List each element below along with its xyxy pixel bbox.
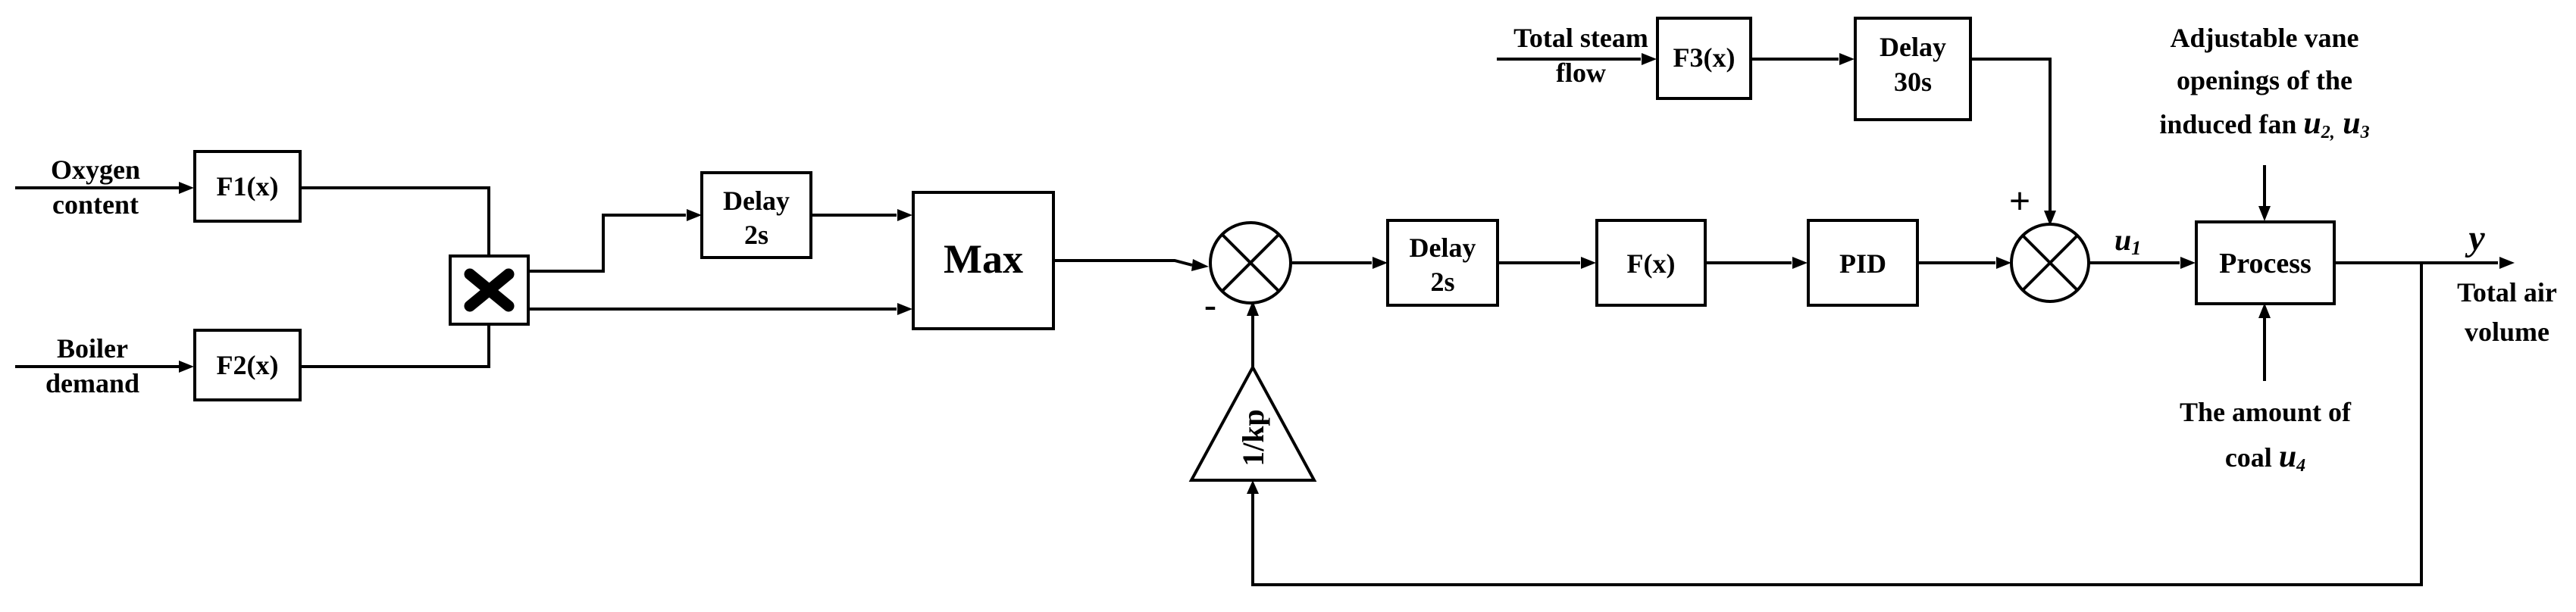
feedback-line <box>1251 263 2423 586</box>
steam-line2: flow <box>1556 58 1606 88</box>
arrowhead <box>897 209 912 221</box>
coal-line1: The amount of <box>2180 397 2352 427</box>
delay2-line2: 2s <box>1430 267 1454 297</box>
arrowhead <box>687 209 702 221</box>
u1-label: u1 <box>2114 223 2141 259</box>
arrowhead <box>179 361 194 373</box>
output-label: Total air volume <box>2457 277 2557 347</box>
vane-label: Adjustable vane openings of the induced … <box>2159 23 2369 142</box>
arrowhead <box>2180 257 2196 269</box>
summing-junction-1 <box>1209 221 1292 304</box>
arrowhead <box>1792 257 1808 269</box>
multiply-icon <box>464 268 515 312</box>
arrowhead <box>2258 303 2271 318</box>
f3-label: F3(x) <box>1673 42 1736 73</box>
gain-block: 1/kp <box>1188 364 1317 482</box>
vane-line3: induced fan u2, u3 <box>2159 106 2369 142</box>
connections <box>15 53 2515 586</box>
pid-block: PID <box>1807 219 1919 307</box>
arrowhead <box>1581 257 1596 269</box>
f1-block: F1(x) <box>193 150 302 223</box>
output-line1: Total air <box>2457 277 2557 308</box>
process-label: Process <box>2219 248 2312 279</box>
minus-sign: - <box>1204 285 1216 325</box>
oxygen-line1: Oxygen <box>51 155 140 185</box>
arrowhead <box>2044 211 2056 226</box>
arrowhead <box>2258 206 2271 221</box>
arrowhead <box>1247 301 1259 316</box>
coal-label: The amount of coal u4 <box>2180 397 2352 476</box>
vane-line2: openings of the <box>2177 65 2352 95</box>
arrow-delay30-to-sum2 <box>1970 58 2052 211</box>
multiplier-block <box>449 254 530 326</box>
delay3-line2: 30s <box>1894 67 1932 97</box>
delay-block-1: Delay 2s <box>700 171 812 259</box>
arrowhead <box>897 303 912 315</box>
fx-block: F(x) <box>1595 219 1707 307</box>
max-label: Max <box>944 236 1023 282</box>
input-labels: Oxygen content Boiler demand Total steam… <box>45 23 1648 398</box>
arrowhead <box>1191 259 1209 271</box>
arrow-max-to-sum1 <box>1053 259 1193 267</box>
delay-block-2: Delay 2s <box>1386 219 1499 307</box>
process-block: Process <box>2195 220 2336 305</box>
arrowhead <box>179 182 194 194</box>
y-label: y <box>2465 218 2485 258</box>
f2-label: F2(x) <box>217 350 279 380</box>
arrowhead <box>2499 257 2515 269</box>
boiler-line2: demand <box>45 368 139 398</box>
wire-f2-to-multiplier <box>300 324 490 368</box>
delay1-line1: Delay <box>723 186 790 216</box>
max-block: Max <box>912 191 1055 330</box>
pid-label: PID <box>1839 248 1886 279</box>
boiler-line1: Boiler <box>57 333 128 364</box>
summing-junction-2 <box>2010 223 2090 303</box>
arrowhead <box>1642 53 1657 65</box>
f3-block: F3(x) <box>1656 17 1752 100</box>
arrowhead <box>1373 257 1388 269</box>
arrowhead <box>1839 53 1855 65</box>
delay3-line1: Delay <box>1880 32 1946 62</box>
gain-label: 1/kp <box>1236 409 1270 467</box>
coal-line2: coal u4 <box>2225 439 2305 476</box>
arrowhead <box>1996 257 2011 269</box>
steam-line1: Total steam <box>1513 23 1648 53</box>
f2-block: F2(x) <box>193 329 302 401</box>
arrowhead <box>1247 480 1259 494</box>
arrow-multiplier-to-delay <box>528 214 686 273</box>
fx-label: F(x) <box>1627 248 1676 279</box>
output-line2: volume <box>2465 317 2549 347</box>
oxygen-line2: content <box>52 189 139 220</box>
wire-f1-to-multiplier <box>300 186 490 256</box>
f1-label: F1(x) <box>217 171 279 201</box>
delay2-line1: Delay <box>1410 233 1476 263</box>
delay-block-3: Delay 30s <box>1854 17 1972 121</box>
delay1-line2: 2s <box>744 220 768 250</box>
vane-line1: Adjustable vane <box>2170 23 2358 53</box>
plus-sign: + <box>2009 180 2031 222</box>
